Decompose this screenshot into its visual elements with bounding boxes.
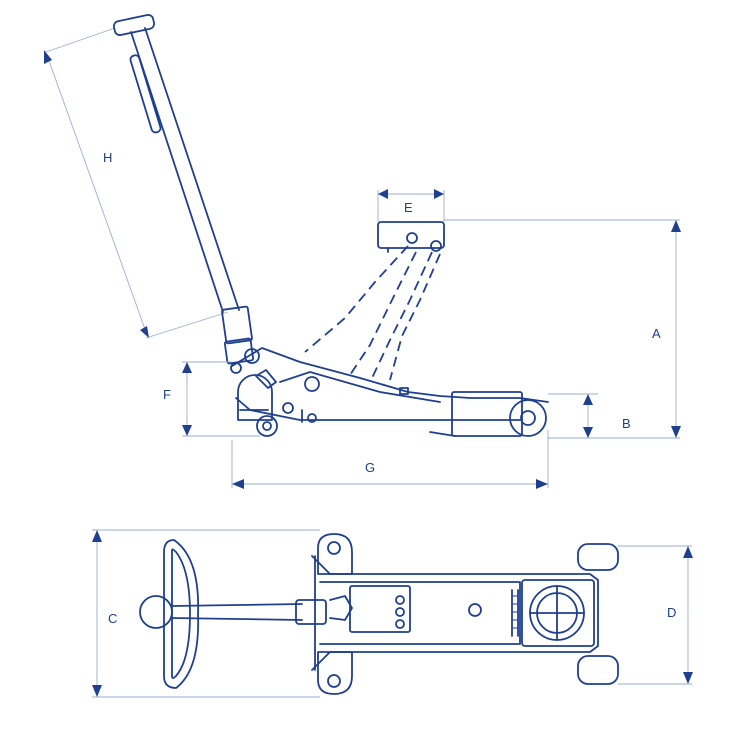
dimension-b: B (548, 393, 631, 439)
side-wheels (237, 374, 547, 437)
label-g: G (365, 460, 375, 475)
side-view: H E (44, 14, 681, 489)
label-e: E (404, 200, 413, 215)
dimension-e: E (377, 189, 445, 222)
dimension-g: G (231, 430, 549, 489)
dimension-h: H (44, 27, 229, 339)
handle-grip (139, 539, 327, 689)
label-f: F (163, 387, 171, 402)
label-b: B (622, 416, 631, 431)
dimension-d: D (618, 545, 693, 685)
label-h: H (103, 150, 112, 165)
top-saddle (521, 579, 595, 647)
lift-saddle (304, 221, 445, 381)
top-view: C (92, 529, 693, 698)
dimension-f: F (163, 361, 260, 437)
dimension-c: C (92, 529, 320, 698)
jack-chassis (230, 347, 549, 437)
label-d: D (667, 605, 676, 620)
top-wheels (317, 533, 619, 695)
dimension-a: A (444, 219, 681, 439)
label-c: C (108, 611, 117, 626)
jack-handle (113, 14, 255, 365)
label-a: A (652, 326, 661, 341)
top-frame (311, 555, 599, 671)
